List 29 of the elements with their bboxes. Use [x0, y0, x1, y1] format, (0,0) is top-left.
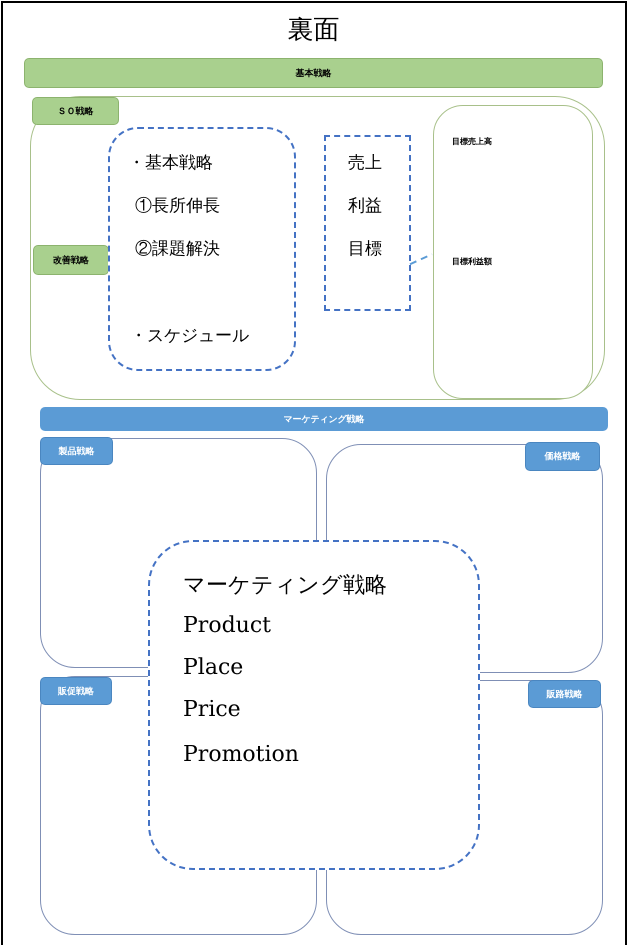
leader-line	[410, 253, 432, 266]
callout-text: ・基本戦略	[128, 152, 213, 174]
goal-label: 目標利益額	[452, 256, 492, 267]
callout-text: マーケティング戦略	[183, 572, 387, 600]
callout-text: Promotion	[183, 742, 299, 767]
dashed-callout	[108, 127, 296, 371]
section-tab: 改善戦略	[33, 245, 109, 275]
section-tab: 販促戦略	[40, 677, 112, 705]
section-header-bar: 基本戦略	[24, 58, 603, 88]
section-tab: 販路戦略	[528, 680, 601, 708]
callout-text: Product	[183, 613, 271, 638]
section-tab: 製品戦略	[40, 437, 113, 465]
dashed-callout	[324, 135, 411, 311]
callout-text: Place	[183, 655, 244, 680]
callout-tooltip	[148, 540, 480, 870]
page-title: 裏面	[286, 14, 340, 47]
callout-text: ②課題解決	[135, 238, 220, 260]
callout-text: 目標	[348, 238, 382, 260]
section-header-bar: マーケティング戦略	[40, 407, 608, 431]
callout-text: ①長所伸長	[135, 195, 220, 217]
goal-panel	[433, 105, 593, 399]
section-panel	[30, 96, 605, 400]
callout-text: ・スケジュール	[130, 325, 249, 347]
goal-label: 目標売上高	[452, 136, 492, 147]
callout-text: 売上	[348, 152, 382, 174]
callout-text: 利益	[348, 195, 382, 217]
callout-text: Price	[183, 697, 241, 722]
section-tab: ＳＯ戦略	[32, 97, 119, 125]
section-tab: 価格戦略	[525, 442, 600, 471]
